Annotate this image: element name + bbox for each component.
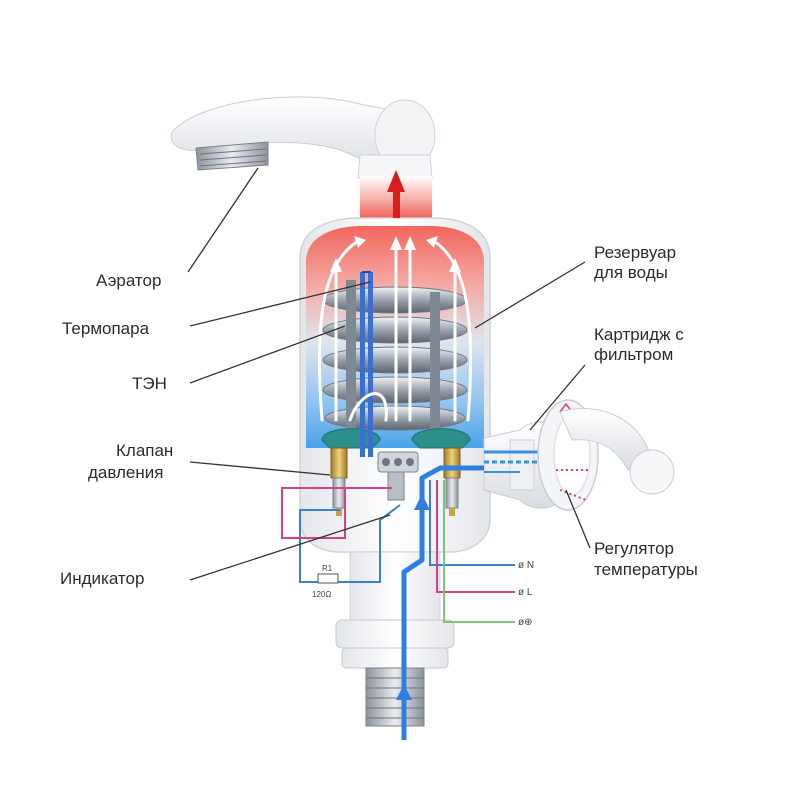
pressure-valve-left bbox=[330, 447, 348, 516]
resistor-name: R1 bbox=[322, 564, 333, 573]
label-thermocouple: Термопара bbox=[62, 319, 150, 338]
convection-arrows bbox=[317, 238, 473, 422]
thermocouple-probe bbox=[360, 271, 373, 457]
indicator-resistor: R1 120Ω bbox=[312, 564, 339, 599]
label-cartridge-line2: фильтром bbox=[594, 345, 673, 364]
lower-body bbox=[335, 551, 455, 669]
terminal-ground: ø⊕ bbox=[518, 617, 533, 628]
pressure-valve-right bbox=[443, 447, 461, 516]
center-terminal-block bbox=[377, 451, 419, 501]
wiring-line bbox=[281, 480, 515, 593]
wiring-ground bbox=[443, 480, 515, 623]
leader-lines bbox=[187, 167, 591, 581]
inlet-thread bbox=[365, 667, 425, 727]
inlet-arrowheads bbox=[396, 494, 430, 700]
label-regulator-line1: Регулятор bbox=[594, 539, 674, 558]
label-valve-line2: давления bbox=[88, 463, 163, 482]
cold-water-inlet-path bbox=[401, 465, 484, 740]
label-reservoir-line1: Резервуар bbox=[594, 243, 676, 262]
label-reservoir-line2: для воды bbox=[594, 263, 668, 282]
temperature-regulator-knob bbox=[537, 399, 675, 511]
terminal-line: ø L bbox=[518, 587, 533, 598]
label-cartridge-line1: Картридж с bbox=[594, 325, 684, 344]
spout bbox=[170, 96, 436, 179]
label-regulator-line2: температуры bbox=[594, 560, 698, 579]
resistor-value: 120Ω bbox=[312, 590, 331, 599]
terminal-neutral: ø N bbox=[518, 560, 534, 571]
convection-arrowheads bbox=[330, 236, 461, 272]
label-indicator: Индикатор bbox=[60, 569, 144, 588]
aerator-nozzle bbox=[195, 141, 269, 171]
outflow-arrow bbox=[387, 170, 405, 218]
label-valve-line1: Клапан bbox=[116, 441, 173, 460]
label-heater: ТЭН bbox=[132, 374, 167, 393]
label-aerator: Аэратор bbox=[96, 271, 161, 290]
